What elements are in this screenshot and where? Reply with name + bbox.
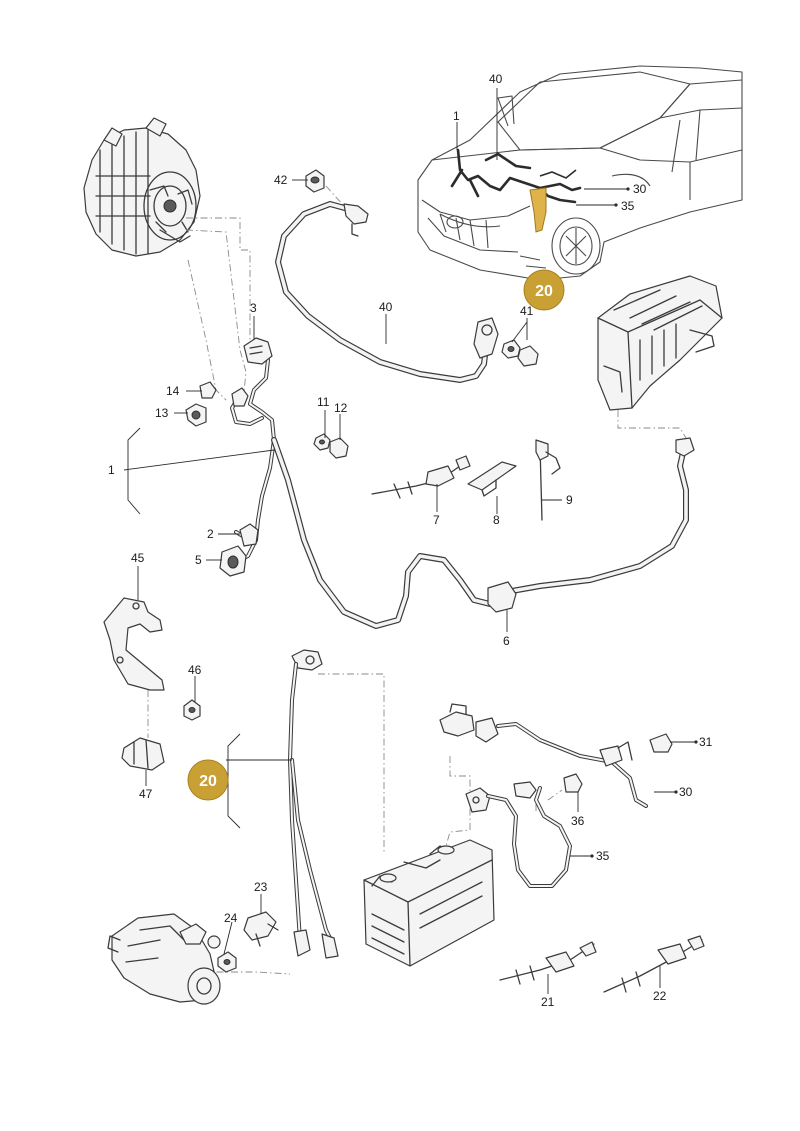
label-2: 2: [207, 527, 214, 541]
part-12-cap: [329, 437, 349, 459]
label-21: 21: [541, 995, 555, 1009]
label-7: 7: [433, 513, 440, 527]
label-3: 3: [250, 301, 257, 315]
fuse-box: [597, 275, 723, 411]
part-7-cable-tie: [371, 455, 471, 499]
part-14-nut: [199, 381, 217, 399]
part-47-cap: [121, 737, 165, 771]
part-45-bracket: [103, 597, 165, 691]
label-31: 31: [699, 735, 713, 749]
badge-20-top-text: 20: [535, 283, 553, 300]
label-22: 22: [653, 989, 667, 1003]
label-5: 5: [195, 553, 202, 567]
part-31-cap: [649, 733, 673, 753]
harness-1: [219, 337, 276, 577]
label-45: 45: [131, 551, 145, 565]
label-23: 23: [254, 880, 268, 894]
part-8-holder: [467, 461, 517, 497]
label-35: 35: [596, 849, 610, 863]
label-9: 9: [566, 493, 573, 507]
part-23-connector: [243, 911, 279, 947]
badge-20-bottom: 20: [187, 759, 229, 801]
part-9-clip: [535, 439, 561, 521]
part-42-nut: [305, 169, 325, 193]
cable-40: [275, 201, 499, 383]
label-6: 6: [503, 634, 510, 648]
cable-20: [288, 649, 339, 959]
assembly-lines: [147, 185, 687, 975]
leader-lines: [123, 88, 698, 994]
callout-labels: 40 1 30 35 42 40 41 3 14 13 11 12 1 2 5 …: [108, 72, 713, 1009]
part-22-cable-tie: [603, 935, 705, 993]
label-1-car: 1: [453, 109, 460, 123]
label-11: 11: [317, 395, 330, 409]
label-14: 14: [166, 384, 180, 398]
label-30: 30: [679, 785, 693, 799]
label-36: 36: [571, 814, 585, 828]
label-35-car: 35: [621, 199, 635, 213]
alternator: [83, 117, 201, 257]
label-12: 12: [334, 401, 348, 415]
label-40-car: 40: [489, 72, 503, 86]
label-24: 24: [224, 911, 238, 925]
starter: [107, 913, 221, 1005]
label-8: 8: [493, 513, 500, 527]
part-36-cap: [563, 773, 583, 793]
battery: [363, 839, 495, 967]
cable-30: [439, 703, 648, 808]
car-illustration: [417, 65, 743, 281]
part-46-nut: [183, 699, 201, 721]
part-24-nut: [217, 951, 237, 973]
label-46: 46: [188, 663, 202, 677]
badge-20-bottom-text: 20: [199, 773, 217, 790]
label-13: 13: [155, 406, 169, 420]
part-13-clip: [185, 403, 207, 427]
label-40: 40: [379, 300, 393, 314]
badge-20-top: 20: [523, 269, 565, 311]
label-42: 42: [274, 173, 288, 187]
part-11-nut: [313, 433, 331, 451]
cable-main: [271, 437, 695, 629]
part-21-cable-tie: [499, 941, 597, 985]
label-41: 41: [520, 304, 534, 318]
cable-35: [465, 781, 572, 888]
part-41-nuts: [501, 339, 539, 367]
label-47: 47: [139, 787, 153, 801]
label-30-car: 30: [633, 182, 647, 196]
label-1: 1: [108, 463, 115, 477]
